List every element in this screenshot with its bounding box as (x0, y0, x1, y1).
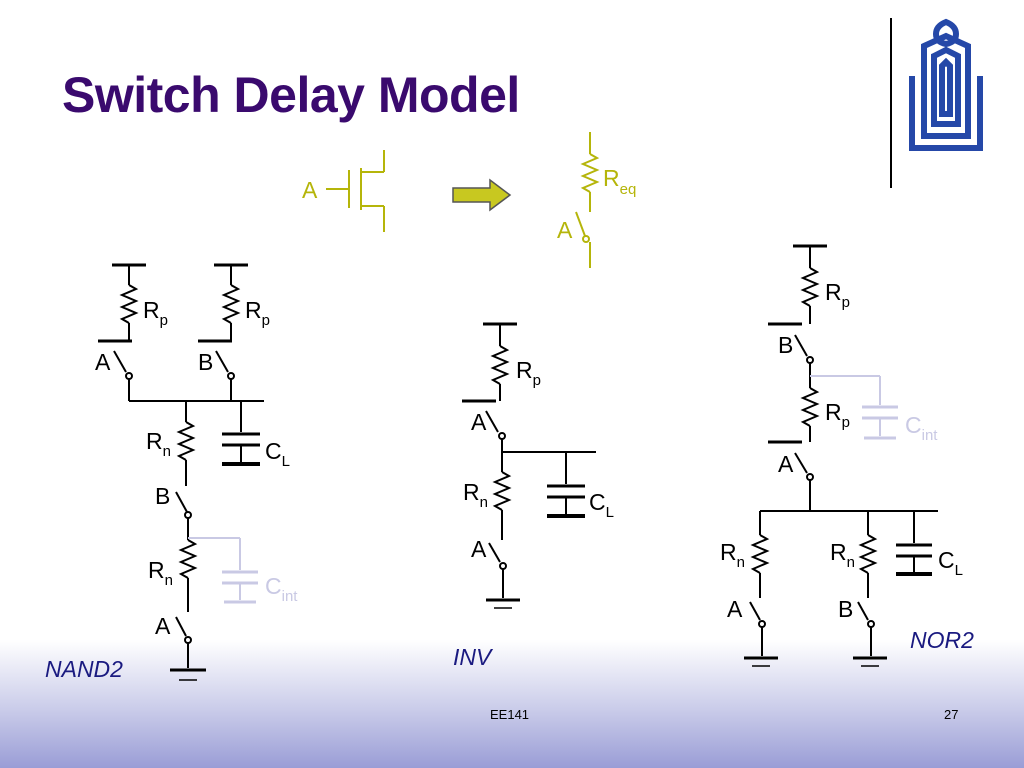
inv-switch-a-bottom: A (471, 536, 487, 562)
nand2-switch-b-top: B (198, 349, 213, 375)
nand2-rn-upper-sub: n (163, 443, 171, 460)
svg-text:CL: CL (589, 489, 614, 521)
inv-rp-sub: p (533, 372, 541, 389)
nor2-switch-b-bottom: B (838, 596, 853, 622)
nor2-switch-a-bottom: A (727, 596, 743, 622)
nand2-cl-label: C (265, 438, 282, 464)
nand2-caption: NAND2 (45, 656, 123, 682)
nor2-rp-upper-sub: p (842, 294, 850, 311)
svg-text:Rp: Rp (825, 279, 850, 311)
nand2-cint-capacitor (188, 537, 258, 604)
inv-cl-sub: L (606, 504, 614, 521)
svg-text:CL: CL (938, 547, 963, 579)
inv-caption: INV (453, 644, 494, 670)
inv-cl-label: C (589, 489, 606, 515)
nor2-rp-lower-label: R (825, 399, 842, 425)
nand2-rp-right-sub: p (262, 312, 270, 329)
nor2-cint-sub: int (922, 427, 939, 444)
nand2-circuit: Rp Rp A B CL Rn B Rn Cint A NAND2 (45, 263, 298, 682)
svg-text:Rn: Rn (463, 479, 488, 511)
svg-text:Req: Req (603, 165, 636, 198)
equivalence-arrow-icon (452, 178, 512, 212)
switch-model-label: A (557, 217, 573, 243)
nor2-cint-capacitor (810, 375, 898, 440)
inv-rp-label: R (516, 357, 533, 383)
nand2-cint-sub: int (282, 588, 299, 605)
req-subscript: eq (620, 181, 637, 198)
nand2-rp-right-label: R (245, 297, 262, 323)
svg-text:Rn: Rn (720, 539, 745, 571)
nand2-cl-sub: L (282, 453, 290, 470)
nor2-rp-lower-sub: p (842, 414, 850, 431)
svg-text:Rp: Rp (825, 399, 850, 431)
svg-text:Rp: Rp (516, 357, 541, 389)
slide-title: Switch Delay Model (62, 67, 520, 123)
nor2-cl-sub: L (955, 562, 963, 579)
svg-text:Rn: Rn (148, 557, 173, 589)
nor2-rp-upper-label: R (825, 279, 842, 305)
background-gradient (0, 640, 1024, 768)
svg-text:Rn: Rn (146, 428, 171, 460)
nand2-switch-b-bottom: B (155, 483, 170, 509)
svg-text:Rn: Rn (830, 539, 855, 571)
svg-text:Rp: Rp (143, 297, 168, 329)
nor2-rn-left-label: R (720, 539, 737, 565)
nor2-rn-left-sub: n (737, 554, 745, 571)
nand2-rp-left-label: R (143, 297, 160, 323)
top-model: A Req A (302, 132, 636, 268)
inv-rn-sub: n (480, 494, 488, 511)
page-number: 27 (944, 707, 959, 722)
nor2-switch-b-top: B (778, 332, 793, 358)
nand2-switch-a-bottom: A (155, 613, 171, 639)
req-label: R (603, 165, 620, 191)
footer-course-label: EE141 (490, 707, 530, 722)
nmos-transistor-symbol (326, 150, 385, 232)
nand2-rn-lower-label: R (148, 557, 165, 583)
nor2-circuit: Rp B Rp Cint A Rn Rn CL A B NOR2 (720, 244, 974, 667)
nand2-rn-lower-sub: n (165, 572, 173, 589)
nand2-rp-left-sub: p (160, 312, 168, 329)
header-divider (890, 18, 892, 188)
inv-switch-a-top: A (471, 409, 487, 435)
svg-text:CL: CL (265, 438, 290, 470)
nor2-switch-a-top: A (778, 451, 794, 477)
nand2-cint-label: C (265, 573, 282, 599)
nor2-caption: NOR2 (910, 627, 974, 653)
gate-label: A (302, 177, 318, 203)
svg-text:Cint: Cint (265, 573, 298, 605)
switch-model-symbol (575, 132, 600, 268)
inv-circuit: Rp A Rn CL A INV (453, 322, 614, 670)
nor2-cl-label: C (938, 547, 955, 573)
nand2-switch-a-top: A (95, 349, 111, 375)
svg-text:Rp: Rp (245, 297, 270, 329)
inv-rn-label: R (463, 479, 480, 505)
nor2-cint-label: C (905, 412, 922, 438)
nand2-rn-upper-label: R (146, 428, 163, 454)
nor2-rn-right-label: R (830, 539, 847, 565)
svg-text:Cint: Cint (905, 412, 938, 444)
nor2-rn-right-sub: n (847, 554, 855, 571)
university-logo (909, 18, 983, 151)
